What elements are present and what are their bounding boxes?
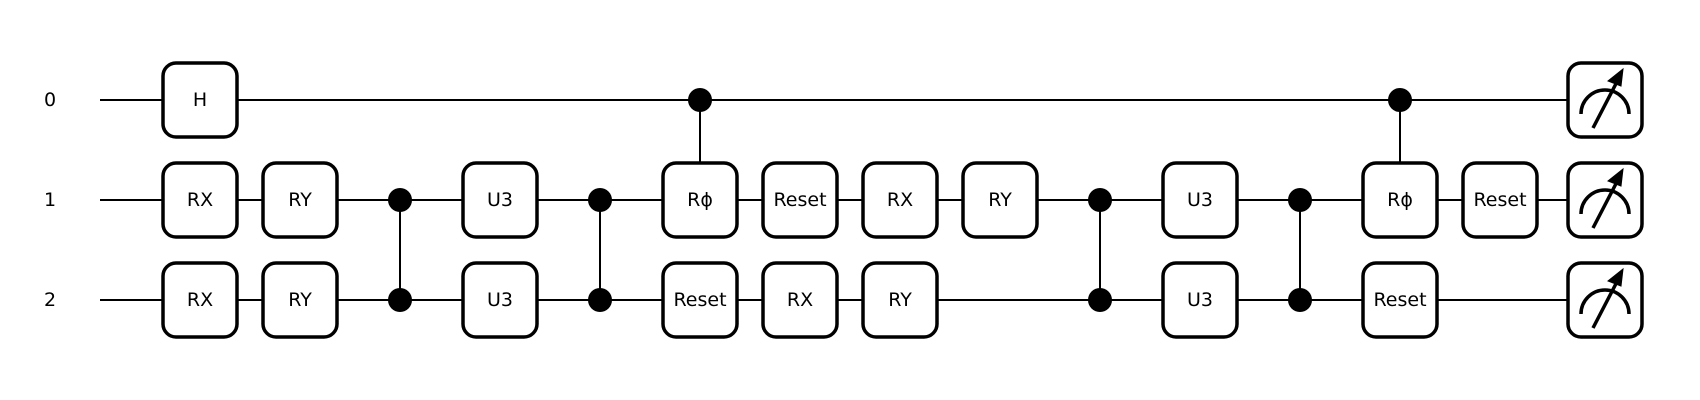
measure-box <box>1566 161 1644 239</box>
gate-label: U3 <box>487 189 513 211</box>
measure-icon <box>1566 261 1644 339</box>
control-dot <box>1288 188 1312 212</box>
gate-box <box>761 261 839 339</box>
meter-arc <box>1579 288 1631 315</box>
gate-box <box>161 61 239 139</box>
gate-label: Reset <box>1473 189 1526 211</box>
measure-box <box>1566 261 1644 339</box>
gate: Rϕ <box>1361 161 1439 239</box>
gate: U3 <box>1161 161 1239 239</box>
gate-box <box>161 161 239 239</box>
gate: RX <box>161 261 239 339</box>
gate-label: H <box>193 89 207 111</box>
gate: RY <box>261 161 339 239</box>
control-dot <box>388 288 412 312</box>
gate-box <box>1161 261 1239 339</box>
measure-icon <box>1566 161 1644 239</box>
control-dot <box>688 88 712 112</box>
gate-label: RY <box>288 189 312 211</box>
gate-label: U3 <box>487 289 513 311</box>
gate-label: Reset <box>673 289 726 311</box>
control-dot <box>1088 288 1112 312</box>
gate-label: RX <box>787 289 813 311</box>
control-dot <box>388 188 412 212</box>
control-dot <box>1288 288 1312 312</box>
gate: U3 <box>461 261 539 339</box>
measure-box <box>1566 61 1644 139</box>
gate: Reset <box>1461 161 1539 239</box>
gate-label: U3 <box>1187 289 1213 311</box>
gate: U3 <box>1161 261 1239 339</box>
gate-label: RX <box>887 189 913 211</box>
gate: RX <box>161 161 239 239</box>
gate-label: RY <box>888 289 912 311</box>
gate: RY <box>261 261 339 339</box>
gate: Reset <box>661 261 739 339</box>
gate: RY <box>861 261 939 339</box>
gate-box <box>1361 161 1439 239</box>
gate-label: RX <box>187 189 213 211</box>
meter-arc <box>1579 88 1631 115</box>
wire-label: 2 <box>44 289 56 311</box>
gate: H <box>161 61 239 139</box>
gate: RX <box>761 261 839 339</box>
gate: Rϕ <box>661 161 739 239</box>
gate-box <box>1361 261 1439 339</box>
meter-arrow <box>1607 67 1624 87</box>
gate-box <box>461 261 539 339</box>
gate-label: RY <box>288 289 312 311</box>
gate-box <box>861 161 939 239</box>
wire-label: 0 <box>44 89 56 111</box>
meter-arc <box>1579 188 1631 215</box>
gate: U3 <box>461 161 539 239</box>
control-dot <box>1088 188 1112 212</box>
gate: Reset <box>1361 261 1439 339</box>
gate-label: Rϕ <box>687 189 713 211</box>
gate-box <box>661 261 739 339</box>
gate-box <box>161 261 239 339</box>
measure-icon <box>1566 61 1644 139</box>
gate-box <box>1161 161 1239 239</box>
control-dot <box>588 288 612 312</box>
meter-arrow <box>1607 267 1624 287</box>
gate-label: RY <box>988 189 1012 211</box>
gate-label: Rϕ <box>1387 189 1413 211</box>
gate: RY <box>961 161 1039 239</box>
wire-label: 1 <box>44 189 56 211</box>
gate: Reset <box>761 161 839 239</box>
gate-box <box>861 261 939 339</box>
gate-box <box>261 161 339 239</box>
meter-arrow <box>1607 167 1624 187</box>
gate-label: U3 <box>1187 189 1213 211</box>
control-dot <box>588 188 612 212</box>
gate-box <box>461 161 539 239</box>
gate-box <box>961 161 1039 239</box>
gate: RX <box>861 161 939 239</box>
control-dot <box>1388 88 1412 112</box>
gate-box <box>661 161 739 239</box>
gate-box <box>1461 161 1539 239</box>
gate-box <box>261 261 339 339</box>
gate-box <box>761 161 839 239</box>
gate-label: Reset <box>773 189 826 211</box>
gate-label: RX <box>187 289 213 311</box>
gate-label: Reset <box>1373 289 1426 311</box>
